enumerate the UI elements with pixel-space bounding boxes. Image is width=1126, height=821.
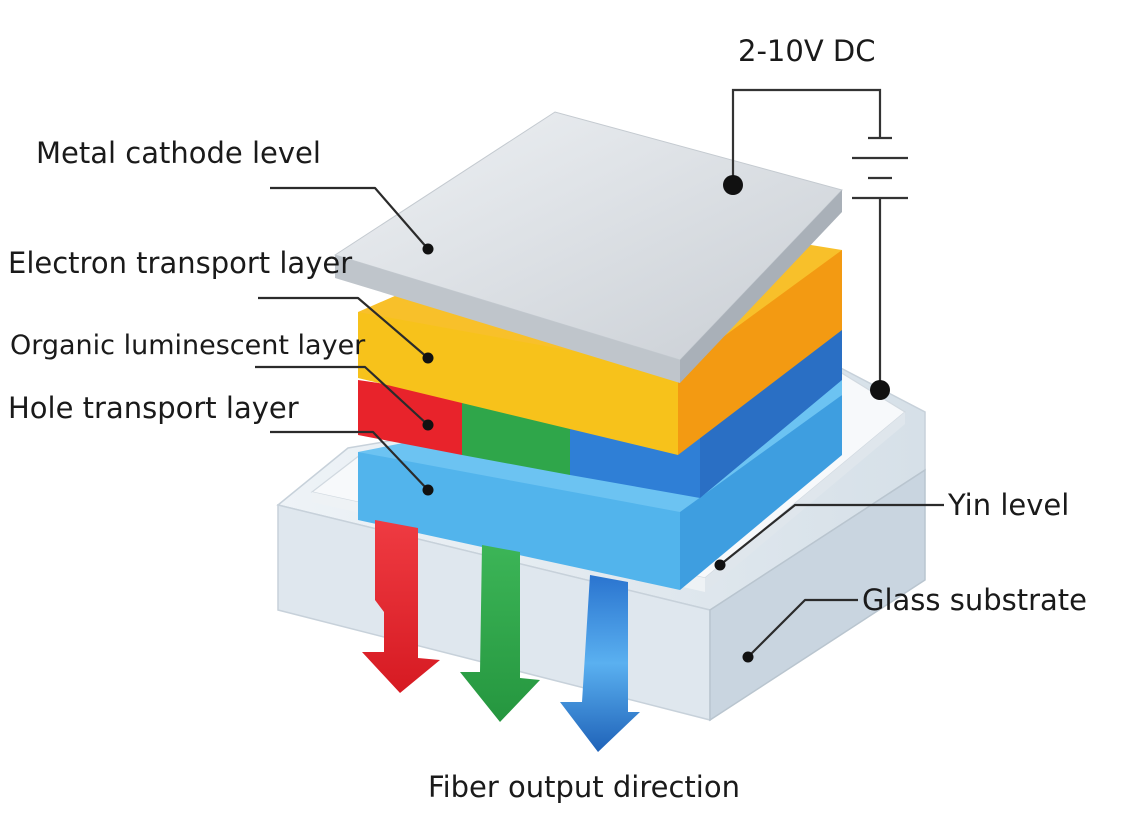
dc-wire-cathode bbox=[731, 88, 882, 185]
anode-contact-dot bbox=[870, 380, 890, 400]
label-yin-level: Yin level bbox=[947, 488, 1069, 522]
pointer-electron-transport bbox=[422, 352, 434, 364]
leader-organic-luminescent bbox=[255, 365, 429, 426]
electron-transport-front bbox=[358, 312, 678, 455]
emitter-blue-side bbox=[700, 312, 842, 498]
label-hole-transport: Hole transport layer bbox=[8, 391, 299, 425]
label-organic-luminescent: Organic luminescent layer bbox=[10, 330, 366, 361]
metal-cathode-layer bbox=[333, 111, 843, 383]
leader-yin-level bbox=[719, 503, 944, 566]
anode-side bbox=[705, 412, 905, 592]
glass-substrate-side bbox=[709, 468, 926, 722]
label-fiber-output: Fiber output direction bbox=[428, 770, 740, 804]
pointer-hole-transport bbox=[422, 484, 434, 496]
electron-transport-side bbox=[678, 250, 842, 455]
cathode-side bbox=[680, 190, 842, 383]
pointer-organic-luminescent bbox=[422, 419, 434, 431]
leader-electron-transport bbox=[258, 296, 429, 359]
label-voltage: 2-10V DC bbox=[738, 34, 875, 68]
hole-transport-front bbox=[358, 452, 680, 590]
light-output-arrows bbox=[362, 520, 640, 752]
dc-power-source bbox=[723, 88, 908, 400]
pointer-glass-substrate bbox=[742, 651, 754, 663]
leader-lines bbox=[255, 186, 944, 663]
pointer-metal-cathode bbox=[422, 243, 434, 255]
label-electron-transport: Electron transport layer bbox=[8, 246, 352, 280]
cathode-contact-dot bbox=[723, 175, 743, 195]
green-light-arrow bbox=[460, 545, 540, 722]
leader-metal-cathode bbox=[270, 186, 429, 250]
cathode-front bbox=[335, 255, 680, 383]
hole-transport-side bbox=[680, 395, 842, 590]
leader-glass-substrate bbox=[747, 598, 858, 658]
red-light-arrow bbox=[362, 520, 440, 693]
pointer-yin-level bbox=[714, 559, 726, 571]
label-metal-cathode: Metal cathode level bbox=[36, 136, 321, 170]
labels: 2-10V DC Metal cathode level Electron tr… bbox=[8, 34, 1087, 804]
emitter-red bbox=[358, 380, 462, 455]
label-glass-substrate: Glass substrate bbox=[862, 583, 1087, 617]
blue-light-arrow bbox=[560, 575, 640, 752]
leader-hole-transport bbox=[270, 430, 429, 491]
